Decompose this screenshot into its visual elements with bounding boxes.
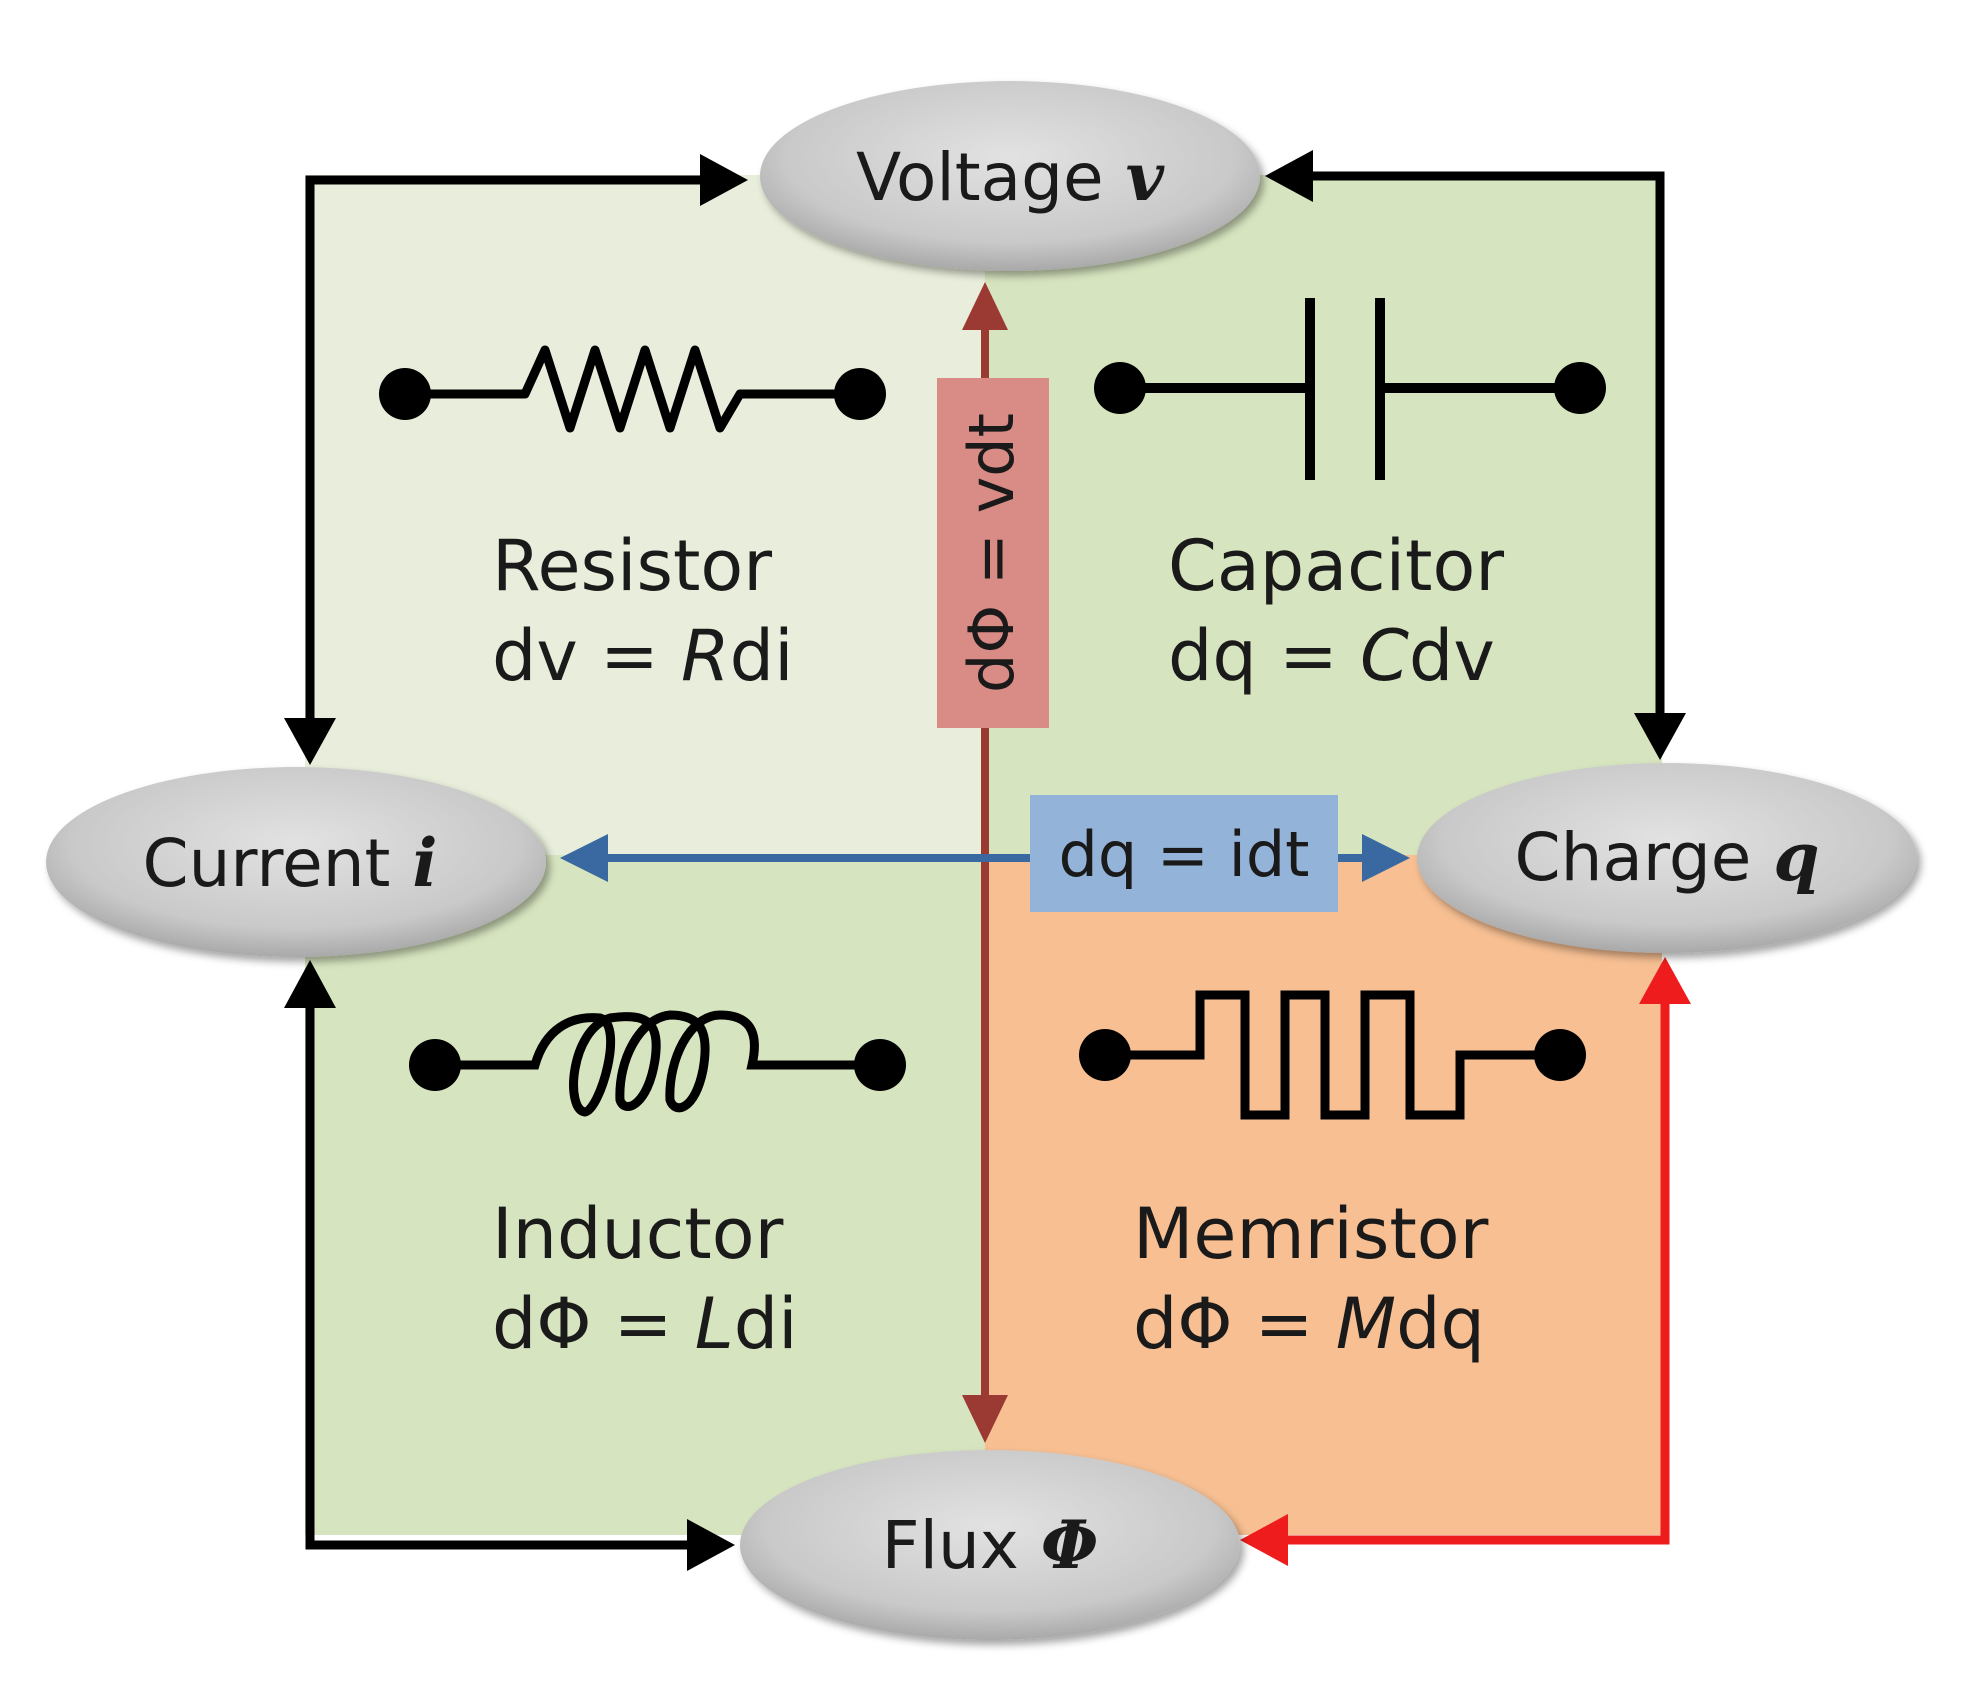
charge-node (1417, 763, 1917, 953)
inductor-quadrant (305, 855, 985, 1535)
memristor-symbol-icon (1079, 990, 1586, 1120)
arrowhead-to-current-top (284, 718, 336, 765)
voltage-label: Voltage (856, 139, 1104, 216)
capacitor-eq-equals: = (1257, 615, 1360, 697)
memristor-equation: dΦ = Mdq (1133, 1283, 1485, 1365)
flux-label: Flux (882, 1507, 1019, 1584)
capacitor-eq-left: dq (1168, 615, 1257, 697)
resistor-quadrant (305, 175, 985, 855)
flux-voltage-label: dΦ = vdt (955, 413, 1028, 693)
flux-node-text: Flux Φ (882, 1506, 1099, 1584)
charge-current-label-box (1030, 795, 1338, 912)
inductor-eq-right: di (734, 1283, 798, 1365)
resistor-eq-coefficient: R (681, 615, 730, 697)
current-symbol: i (412, 824, 437, 902)
arrowhead-to-charge-bottom (1639, 957, 1691, 1004)
resistor-name: Resistor (492, 525, 772, 607)
inductor-eq-left: dΦ (492, 1283, 592, 1365)
arrowhead-left-to-current (560, 834, 608, 882)
inductor-loop-arrow (305, 1000, 700, 1550)
capacitor-name: Capacitor (1168, 525, 1504, 607)
memristor-eq-coefficient: M (1336, 1283, 1396, 1365)
charge-current-label: dq = idt (1059, 818, 1310, 891)
inductor-eq-coefficient: L (695, 1283, 734, 1365)
inductor-symbol-icon (409, 1010, 906, 1117)
memristor-loop-arrow (1275, 990, 1670, 1545)
flux-voltage-label-box (937, 378, 1049, 728)
resistor-eq-right: di (730, 615, 794, 697)
arrowhead-to-voltage-right (1265, 150, 1313, 202)
resistor-loop-arrow (305, 175, 710, 735)
memristor-eq-right: dq (1396, 1283, 1485, 1365)
resistor-eq-equals: = (578, 615, 681, 697)
arrowhead-to-voltage-left (700, 154, 748, 206)
arrowhead-to-flux-right (1240, 1514, 1288, 1566)
arrowhead-to-current-bottom (284, 960, 336, 1008)
capacitor-eq-coefficient: C (1360, 615, 1409, 697)
inductor-equation: dΦ = Ldi (492, 1283, 798, 1365)
arrowhead-to-charge-top (1634, 713, 1686, 760)
voltage-symbol: v (1126, 138, 1165, 216)
capacitor-symbol-icon (1094, 298, 1606, 480)
charge-label: Charge (1515, 819, 1752, 896)
capacitor-quadrant (985, 175, 1662, 855)
memristor-eq-equals: = (1233, 1283, 1336, 1365)
arrowhead-up-to-voltage (962, 282, 1008, 330)
arrowhead-right-to-charge (1362, 834, 1410, 882)
current-node-text: Current i (143, 824, 438, 902)
voltage-node-text: Voltage v (856, 138, 1165, 216)
resistor-symbol-icon (379, 345, 886, 433)
memristor-name: Memristor (1133, 1193, 1489, 1275)
current-label: Current (143, 825, 391, 902)
arrowhead-to-flux-left (687, 1519, 735, 1571)
capacitor-loop-arrow (1295, 171, 1665, 735)
charge-symbol: q (1773, 818, 1819, 896)
current-node (46, 767, 546, 957)
flux-symbol: Φ (1041, 1506, 1099, 1584)
inductor-eq-equals: = (592, 1283, 695, 1365)
memristor-quadrant (985, 855, 1662, 1535)
arrowhead-down-to-flux (962, 1395, 1008, 1443)
resistor-equation: dv = Rdi (492, 615, 794, 697)
capacitor-eq-right: dv (1409, 615, 1495, 697)
memristor-eq-left: dΦ (1133, 1283, 1233, 1365)
flux-node (740, 1450, 1240, 1640)
capacitor-equation: dq = Cdv (1168, 615, 1495, 697)
resistor-eq-left: dv (492, 615, 578, 697)
inductor-name: Inductor (492, 1193, 784, 1275)
voltage-node (760, 81, 1260, 271)
